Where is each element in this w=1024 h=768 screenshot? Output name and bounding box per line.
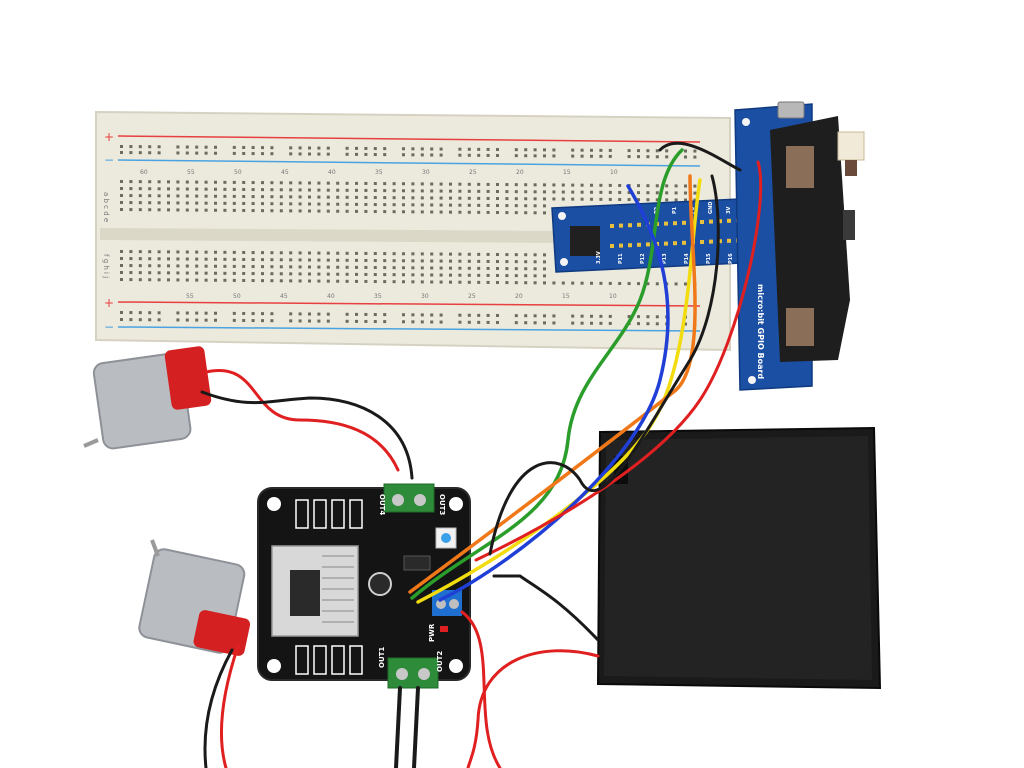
column-number-top: 30 — [422, 169, 430, 176]
battery-jst-connector — [837, 131, 865, 161]
usb-connector — [777, 101, 805, 119]
gpio-header-block — [570, 226, 600, 256]
column-number-bottom: 20 — [515, 293, 523, 300]
breadboard-holes — [120, 145, 697, 326]
wire-battery-red-bottom — [460, 610, 502, 768]
wire-green — [410, 148, 684, 600]
slot-contact-1 — [786, 146, 814, 188]
gpio-pin-label-bottom: P12 — [640, 253, 646, 264]
column-number-top: 40 — [328, 169, 336, 176]
label-out2: OUT2 — [436, 651, 444, 672]
column-number-top: 55 — [187, 169, 195, 176]
rail-minus-label-top: − — [104, 153, 114, 167]
column-number-top: 50 — [234, 169, 242, 176]
column-number-bottom: 30 — [421, 293, 429, 300]
gpio-pin-label-bottom: P16 — [728, 253, 734, 264]
motor-top-shaft — [83, 438, 99, 448]
column-number-top: 45 — [281, 169, 289, 176]
column-number-bottom: 55 — [186, 293, 194, 300]
column-number-bottom: 45 — [280, 293, 288, 300]
motor-bottom — [138, 539, 251, 656]
wire-motor-top-red — [204, 368, 400, 472]
capacitor — [368, 572, 392, 596]
gpio-pin-label-top: P1 — [672, 206, 678, 214]
slot-contact-2 — [786, 308, 814, 346]
jumper-wires — [200, 141, 763, 768]
column-number-bottom: 40 — [327, 293, 335, 300]
breadboard-column-numbers-bottom: 55 50 45 40 35 30 25 20 15 10 — [186, 293, 617, 300]
wire-blue — [438, 184, 670, 602]
wire-red-long — [474, 160, 763, 562]
wire-out-bottom-black — [394, 686, 402, 768]
gpio-pin-label-bottom: P14 — [684, 253, 690, 264]
gpio-pin-label-bottom: P13 — [662, 253, 668, 264]
column-number-top: 25 — [469, 169, 477, 176]
terminal-out1-out2 — [387, 657, 439, 689]
motor-top — [83, 346, 212, 450]
side-switch — [843, 210, 855, 240]
gpio-board-title: micro:bit GPIO Board — [756, 284, 765, 379]
rail-minus-label-bottom: − — [104, 320, 114, 334]
column-number-bottom: 25 — [468, 293, 476, 300]
gpio-pin-label-top: 3V — [726, 207, 732, 214]
wire-black-signal — [488, 174, 720, 556]
motor-top-end-cap — [164, 346, 212, 410]
power-led — [440, 626, 448, 632]
wire-battery-red — [466, 649, 600, 768]
battery-box — [596, 426, 882, 690]
wire-battery-black — [492, 574, 600, 642]
rail-plus-label-bottom: + — [104, 296, 114, 310]
gpio-pin-label-top: GND — [708, 202, 714, 214]
wire-motor-bottom-black — [203, 648, 234, 768]
column-number-bottom: 10 — [609, 293, 617, 300]
gpio-pin-label-bottom: 3.3V — [596, 251, 602, 264]
column-number-top: 35 — [375, 169, 383, 176]
column-number-bottom: 15 — [562, 293, 570, 300]
motor-bottom-end-cap — [193, 610, 251, 656]
rail-plus-label-top: + — [104, 130, 114, 144]
motor-driver-board: OUT4 OUT3 OUT1 OUT2 PWR — [257, 483, 471, 689]
driver-input-header — [403, 555, 431, 571]
gpio-pin-label-bottom: P15 — [706, 253, 712, 264]
terminal-out3-out4 — [383, 483, 435, 513]
motor-bottom-shaft — [150, 539, 160, 557]
row-letters-top: a b c d e — [102, 192, 110, 222]
column-number-top: 20 — [516, 169, 524, 176]
label-pwr: PWR — [428, 623, 436, 642]
gpio-pin-label-bottom: P11 — [618, 253, 624, 264]
driver-button[interactable] — [441, 533, 451, 543]
row-letters-bottom: f g h i j — [102, 254, 110, 278]
gpio-pin-labels-bottom: 3.3V P11 P12 P13 P14 P15 P16 — [596, 251, 734, 264]
wire-motor-top-black — [200, 390, 414, 480]
wire-black-top — [658, 141, 742, 172]
breadboard-column-numbers-top: 60 55 50 45 40 35 30 25 20 15 10 — [140, 169, 618, 176]
column-number-top: 60 — [140, 169, 148, 176]
wire-out-bottom-black-2 — [412, 686, 420, 768]
label-out4: OUT4 — [378, 494, 386, 515]
label-out1: OUT1 — [378, 647, 386, 668]
driver-chip — [290, 570, 320, 616]
wire-motor-bottom-red — [220, 644, 240, 768]
column-number-top: 15 — [563, 169, 571, 176]
column-number-bottom: 35 — [374, 293, 382, 300]
label-out3: OUT3 — [438, 494, 446, 515]
column-number-top: 10 — [610, 169, 618, 176]
gpio-pin-label-top: P0 — [690, 206, 696, 214]
driver-pads — [295, 499, 363, 675]
breadboard: + − + − a b c d e f g h i j 60 55 50 45 40 35… — [95, 110, 731, 352]
column-number-bottom: 50 — [233, 293, 241, 300]
